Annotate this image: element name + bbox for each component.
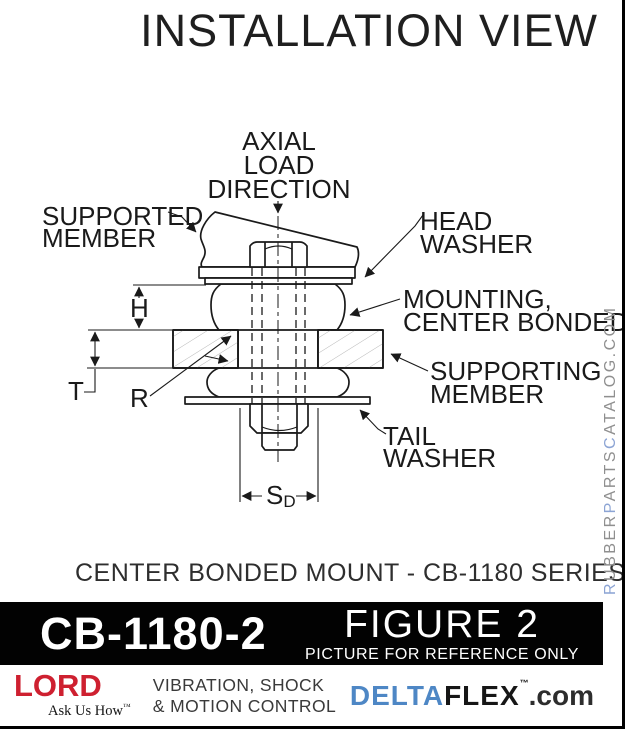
lord-trademark-symbol: ™ bbox=[122, 701, 131, 711]
dim-h-label: H bbox=[130, 293, 149, 323]
supported-member-leader bbox=[167, 211, 197, 233]
lord-tagline-text: Ask Us How bbox=[48, 702, 123, 719]
axial-load-label-line2: LOAD bbox=[244, 150, 315, 180]
supporting-member-label-line2: MEMBER bbox=[430, 379, 544, 409]
series-caption: CENTER BONDED MOUNT - CB-1180 SERIES bbox=[75, 559, 625, 587]
reference-note: PICTURE FOR REFERENCE ONLY bbox=[305, 646, 579, 663]
services-text: VIBRATION, SHOCK & MOTION CONTROL bbox=[153, 675, 336, 715]
supporting-member-leader bbox=[390, 353, 429, 372]
watermark-segment: ARTS bbox=[602, 448, 619, 502]
page-title: INSTALLATION VIEW bbox=[140, 5, 598, 56]
brand-flex: FLEX bbox=[444, 679, 520, 711]
dim-s-subscript: D bbox=[283, 492, 295, 511]
supported-member-plate bbox=[199, 211, 360, 268]
lord-tagline: Ask Us How™ bbox=[48, 702, 131, 720]
lord-logo: LORD Ask Us How™ bbox=[14, 668, 131, 720]
lord-wordmark: LORD bbox=[14, 668, 102, 704]
mounting-leader bbox=[349, 298, 401, 317]
nut bbox=[249, 403, 309, 434]
tail-washer-label-line2: WASHER bbox=[383, 443, 496, 473]
t-label-elbow bbox=[84, 369, 96, 393]
brand-dotcom: .com bbox=[528, 679, 594, 711]
axial-load-label-line3: DIRECTION bbox=[208, 174, 351, 204]
mounting-label-line1: MOUNTING, bbox=[403, 284, 552, 314]
services-line1: VIBRATION, SHOCK bbox=[152, 675, 325, 696]
figure-banner: CB-1180-2 FIGURE 2 PICTURE FOR REFERENCE… bbox=[0, 602, 603, 665]
supported-member-label-line1: SUPPORTED bbox=[42, 201, 203, 231]
supporting-member-left-hatch bbox=[172, 329, 239, 369]
part-number: CB-1180-2 bbox=[40, 607, 267, 659]
r-leader-branch bbox=[204, 354, 229, 364]
r-leader-main bbox=[149, 335, 232, 397]
supporting-member-label-line1: SUPPORTING bbox=[430, 356, 601, 386]
dim-s-main: S bbox=[266, 480, 283, 510]
dim-r-label: R bbox=[130, 383, 149, 413]
bolt-end bbox=[261, 432, 298, 451]
dim-t-label: T bbox=[68, 376, 84, 406]
watermark-segment: P bbox=[602, 501, 619, 514]
supporting-member-right-hatch bbox=[317, 329, 384, 369]
services-line2: & MOTION CONTROL bbox=[152, 695, 337, 716]
figure-label: FIGURE 2 bbox=[344, 603, 540, 646]
head-washer-label-line1: HEAD bbox=[420, 206, 492, 236]
watermark-text: RUBBERPARTSCATALOG.COM bbox=[601, 306, 620, 595]
footer: LORD Ask Us How™ VIBRATION, SHOCK & MOTI… bbox=[0, 665, 622, 726]
diagram-labels: AXIAL LOAD DIRECTION SUPPORTED MEMBER HE… bbox=[42, 126, 625, 511]
hidden-bolt-lines bbox=[251, 268, 306, 404]
figure-block: FIGURE 2 PICTURE FOR REFERENCE ONLY bbox=[305, 605, 579, 664]
dim-sd-label: SD bbox=[266, 480, 296, 511]
nut-chamfer-arc bbox=[261, 426, 298, 432]
supported-member-label-line2: MEMBER bbox=[42, 223, 156, 253]
dimension-lines bbox=[84, 201, 429, 502]
brand-trademark-symbol: ™ bbox=[519, 677, 529, 688]
mounting-label-line2: CENTER BONDED bbox=[403, 307, 625, 337]
head-washer-label-line2: WASHER bbox=[420, 229, 533, 259]
brand-delta: DELTA bbox=[349, 679, 445, 711]
deltaflex-wordmark: DELTAFLEX™.com bbox=[349, 677, 594, 712]
watermark-segment: UBBER bbox=[602, 513, 619, 581]
watermark-segment: R bbox=[602, 580, 619, 595]
watermark-segment: C bbox=[602, 434, 619, 449]
watermark-segment: ATALOG.COM bbox=[602, 305, 619, 435]
axial-load-label-line1: AXIAL bbox=[242, 126, 316, 156]
head-washer-plate bbox=[198, 266, 356, 279]
tail-washer-leader bbox=[359, 409, 387, 435]
tail-washer-label-line1: TAIL bbox=[383, 421, 436, 451]
head-washer-leader bbox=[364, 214, 424, 278]
